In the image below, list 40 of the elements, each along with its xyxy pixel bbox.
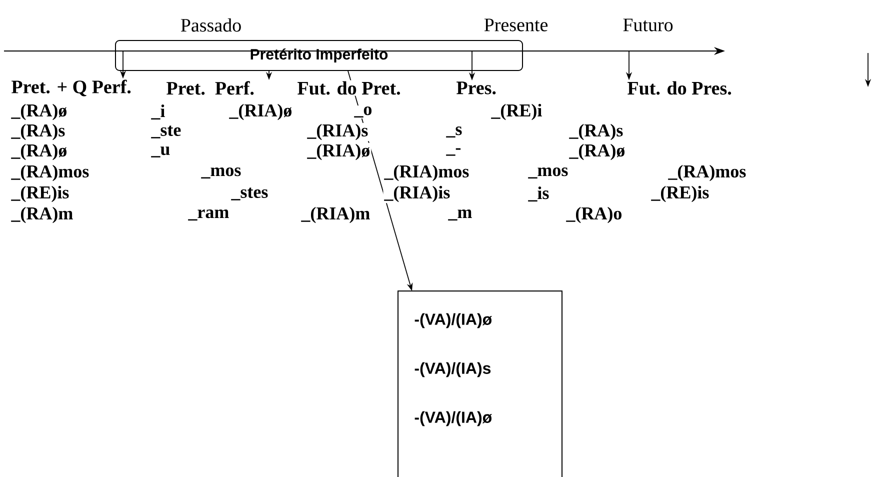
ending-text: _(RA)s [568, 122, 624, 142]
tense-label: Pret. + Q Perf. [12, 80, 131, 96]
ending-text: _(RE)is [10, 184, 70, 204]
rounded-box: Pretérito Imperfeito [115, 40, 523, 71]
ending-text: _is [527, 186, 550, 202]
ending-text: _i [150, 104, 166, 120]
ending-text: _(RIA)is [383, 184, 452, 204]
ending-text: _ram [187, 208, 230, 222]
tense-label: Fut. do Pret. [296, 80, 402, 96]
ending-text: _m [447, 208, 474, 222]
ending-text: _(RE)i [490, 102, 544, 122]
ending-text: _(RA)ø [568, 142, 626, 162]
period-label: Presente [482, 18, 550, 32]
ending-text: _(RIA)m [300, 206, 372, 224]
ending-text: _(RIA)ø [306, 142, 372, 162]
open-box: -(VA)/(IA)ø -(VA)/(IA)s -(VA)/(IA)ø [398, 290, 562, 477]
ending-text: _stes [230, 186, 270, 202]
ending-text: _mos [527, 166, 570, 180]
ending-text: _- [445, 147, 462, 157]
ending-text: _(RA)mos [667, 164, 748, 182]
tense-label: Pret. Perf. [166, 81, 254, 95]
ending-text: _(RA)ø [10, 142, 68, 162]
ending-text: _u [150, 146, 172, 158]
ending-text: _o [353, 106, 374, 118]
tense-label: Fut. do Pres. [628, 81, 732, 95]
ending-text: _(RA)o [565, 206, 624, 224]
period-label: Futuro [622, 18, 674, 32]
ending-text: _(RE)is [650, 184, 710, 204]
ending-text: _(RIA)s [306, 122, 370, 142]
ending-text: _ste [150, 124, 182, 140]
ending-text: _s [445, 126, 464, 138]
tense-label: Pres. [456, 82, 496, 94]
ending-text: _(RA)m [10, 206, 74, 224]
ending-text: _(RIA)ø [228, 102, 294, 122]
ending-text: _(RIA)mos [383, 164, 470, 182]
ending-text: _mos [200, 166, 242, 180]
period-label: Passado [179, 17, 243, 33]
ending-text: _(RA)mos [10, 164, 90, 182]
ending-text: _(RA)s [10, 122, 66, 142]
ending-text: _(RA)ø [10, 102, 68, 122]
